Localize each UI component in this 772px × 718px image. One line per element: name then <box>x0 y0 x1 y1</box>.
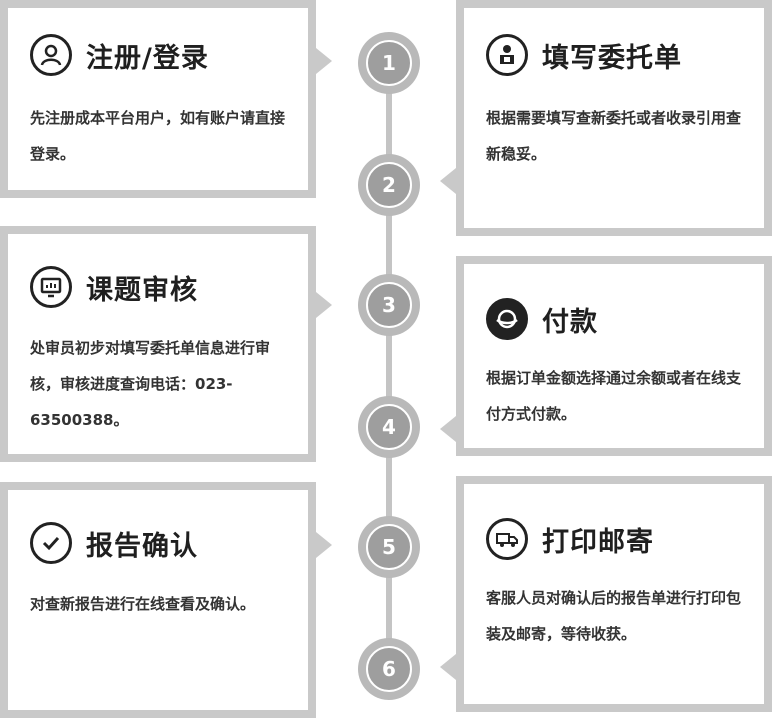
step-node-1: 1 <box>358 32 420 94</box>
step-card-head: 注册/登录 <box>30 34 209 76</box>
step-description: 对查新报告进行在线查看及确认。 <box>30 595 256 613</box>
monitor-chart-icon <box>30 266 72 308</box>
pointer-1 <box>316 48 332 74</box>
step-node-5: 5 <box>358 516 420 578</box>
step-card-3: 课题审核 处审员初步对填写委托单信息进行审核，审核进度查询电话：023-6350… <box>0 226 316 462</box>
delivery-truck-icon <box>486 518 528 560</box>
step-description: 根据需要填写查新委托或者收录引用查新稳妥。 <box>486 109 742 163</box>
step-card-head: 报告确认 <box>30 522 198 564</box>
check-icon <box>30 522 72 564</box>
step-number-6: 6 <box>366 646 412 692</box>
step-card-6: 打印邮寄 客服人员对确认后的报告单进行打印包装及邮寄，等待收获。 <box>456 476 772 712</box>
step-description: 客服人员对确认后的报告单进行打印包装及邮寄，等待收获。 <box>486 589 742 643</box>
step-title: 报告确认 <box>86 530 198 562</box>
step-card-5: 报告确认 对查新报告进行在线查看及确认。 <box>0 482 316 718</box>
pointer-4 <box>440 416 456 442</box>
step-node-4: 4 <box>358 396 420 458</box>
step-card-2: 填写委托单 根据需要填写查新委托或者收录引用查新稳妥。 <box>456 0 772 236</box>
pointer-6 <box>440 654 456 680</box>
user-icon <box>30 34 72 76</box>
step-node-3: 3 <box>358 274 420 336</box>
step-title: 付款 <box>542 306 598 338</box>
step-title: 填写委托单 <box>542 42 682 74</box>
step-description: 根据订单金额选择通过余额或者在线支付方式付款。 <box>486 369 742 423</box>
step-number-3: 3 <box>366 282 412 328</box>
step-card-head: 课题审核 <box>30 266 198 308</box>
step-number-5: 5 <box>366 524 412 570</box>
step-card-head: 付款 <box>486 298 598 340</box>
step-description: 处审员初步对填写委托单信息进行审核，审核进度查询电话：023-63500388。 <box>30 339 271 429</box>
step-card-1: 注册/登录 先注册成本平台用户，如有账户请直接登录。 <box>0 0 316 198</box>
step-number-4: 4 <box>366 404 412 450</box>
step-node-6: 6 <box>358 638 420 700</box>
step-node-2: 2 <box>358 154 420 216</box>
step-card-4: 付款 根据订单金额选择通过余额或者在线支付方式付款。 <box>456 256 772 456</box>
pointer-5 <box>316 532 332 558</box>
timeline-line <box>386 70 392 670</box>
step-description: 先注册成本平台用户，如有账户请直接登录。 <box>30 109 286 163</box>
step-title: 注册/登录 <box>86 42 209 74</box>
step-card-head: 打印邮寄 <box>486 518 654 560</box>
pointer-3 <box>316 292 332 318</box>
clerk-icon <box>486 34 528 76</box>
payment-icon <box>486 298 528 340</box>
pointer-2 <box>440 168 456 194</box>
step-title: 课题审核 <box>86 274 198 306</box>
step-number-1: 1 <box>366 40 412 86</box>
step-card-head: 填写委托单 <box>486 34 682 76</box>
step-number-2: 2 <box>366 162 412 208</box>
step-title: 打印邮寄 <box>542 526 654 558</box>
